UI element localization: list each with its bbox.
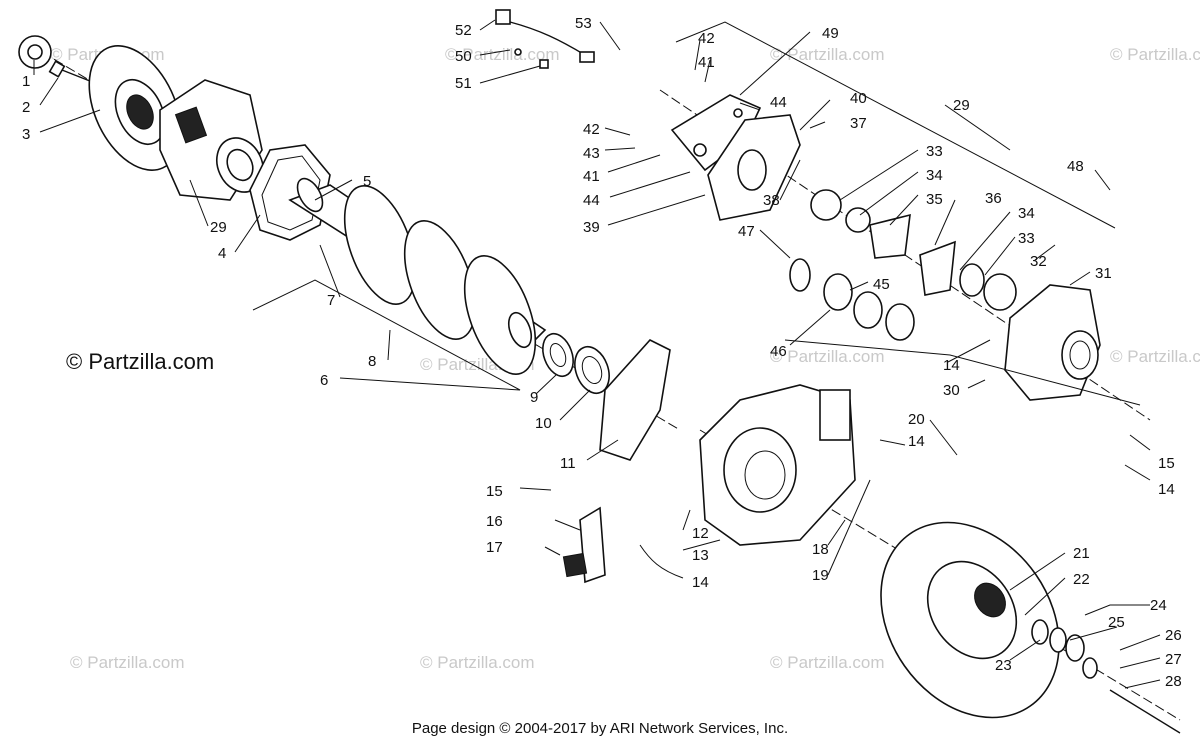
watermark-text: © Partzilla.com (70, 653, 185, 672)
callout-label: 14 (908, 433, 925, 450)
callout-label: 4 (218, 245, 226, 262)
callout-label: 3 (22, 126, 30, 143)
callout-label: 32 (1030, 253, 1047, 270)
callout-label: 27 (1165, 651, 1182, 668)
part-bolt-long (1109, 689, 1181, 734)
callout-label: 25 (1108, 614, 1125, 631)
leader-lines (33, 19, 1161, 689)
callout-label: 52 (455, 22, 472, 39)
part-bearings-right (789, 258, 1017, 341)
part-brake-pads (810, 189, 956, 296)
part-harness (495, 9, 595, 69)
callout-label: 46 (770, 343, 787, 360)
callout-label: 39 (583, 219, 600, 236)
callout-label: 45 (873, 276, 890, 293)
callout-label: 40 (850, 90, 867, 107)
callout-label: 18 (812, 541, 829, 558)
page-footer: Page design © 2004-2017 by ARI Network S… (411, 720, 789, 737)
callout-label: 9 (530, 389, 538, 406)
callout-label: 44 (770, 94, 787, 111)
callout-label: 35 (926, 191, 943, 208)
callout-label: 34 (1018, 205, 1035, 222)
callout-label: 15 (1158, 455, 1175, 472)
part-washers (1031, 619, 1098, 679)
callout-label: 6 (320, 372, 328, 389)
watermark-text: © Partzilla.com (770, 653, 885, 672)
part-bracket (562, 506, 606, 584)
part-gearcase-cover (599, 339, 671, 461)
callout-label: 42 (698, 30, 715, 47)
callout-label: 28 (1165, 673, 1182, 690)
callout-label: 16 (486, 513, 503, 530)
callout-label: 21 (1073, 545, 1090, 562)
callout-label: 42 (583, 121, 600, 138)
callout-label: 53 (575, 15, 592, 32)
watermark-text: © Partzilla.com (770, 45, 885, 64)
callout-label: 2 (22, 99, 30, 116)
callout-label: 14 (692, 574, 709, 591)
callout-label: 26 (1165, 627, 1182, 644)
part-bearing (542, 332, 574, 378)
part-chaincase-housing-right (1004, 284, 1101, 401)
part-gearcase (699, 384, 856, 546)
watermark-text: © Partzilla.com (1110, 45, 1200, 64)
callout-label: 31 (1095, 265, 1112, 282)
watermark-text: © Partzilla.com (445, 45, 560, 64)
callout-label: 23 (995, 657, 1012, 674)
callout-label: 33 (926, 143, 943, 160)
callout-label: 49 (822, 25, 839, 42)
callout-label: 19 (812, 567, 829, 584)
callout-labels: 1 2 3 29 4 5 7 6 8 9 10 11 15 16 17 12 1… (22, 15, 1182, 690)
callout-label: 29 (953, 97, 970, 114)
watermark-text: © Partzilla.com (420, 653, 535, 672)
watermark-text: © Partzilla.com (1110, 347, 1200, 366)
callout-label: 47 (738, 223, 755, 240)
callout-label: 36 (985, 190, 1002, 207)
callout-label: 38 (763, 192, 780, 209)
callout-label: 37 (850, 115, 867, 132)
part-caliper (707, 114, 801, 221)
callout-label: 41 (698, 54, 715, 71)
part-chaincase-housing-left (159, 79, 264, 201)
part-seal (574, 345, 610, 395)
callout-label: 44 (583, 192, 600, 209)
callout-label: 5 (363, 173, 371, 190)
part-driven-clutch (880, 521, 1060, 719)
callout-label: 51 (455, 75, 472, 92)
callout-label: 10 (535, 415, 552, 432)
callout-label: 24 (1150, 597, 1167, 614)
callout-label: 50 (455, 48, 472, 65)
watermark-text: © Partzilla.com (770, 347, 885, 366)
callout-label: 33 (1018, 230, 1035, 247)
callout-label: 17 (486, 539, 503, 556)
callout-label: 11 (560, 455, 576, 472)
callout-label: 22 (1073, 571, 1090, 588)
callout-label: 43 (583, 145, 600, 162)
callout-label: 7 (327, 292, 335, 309)
part-nut (18, 35, 52, 69)
part-drive-pulley-sheave (88, 45, 182, 171)
part-track-sprockets (343, 185, 537, 375)
callout-label: 1 (22, 73, 30, 90)
callout-label: 8 (368, 353, 376, 370)
callout-label: 13 (692, 547, 709, 564)
copyright-label: © Partzilla.com (66, 349, 215, 374)
watermark-layer: © Partzilla.com © Partzilla.com © Partzi… (50, 45, 1200, 672)
callout-label: 34 (926, 167, 943, 184)
callout-label: 29 (210, 219, 227, 236)
callout-label: 12 (692, 525, 709, 542)
callout-label: 14 (943, 357, 960, 374)
callout-label: 20 (908, 411, 925, 428)
callout-label: 41 (583, 168, 600, 185)
callout-label: 48 (1067, 158, 1084, 175)
callout-label: 30 (943, 382, 960, 399)
callout-label: 14 (1158, 481, 1175, 498)
callout-label: 15 (486, 483, 503, 500)
